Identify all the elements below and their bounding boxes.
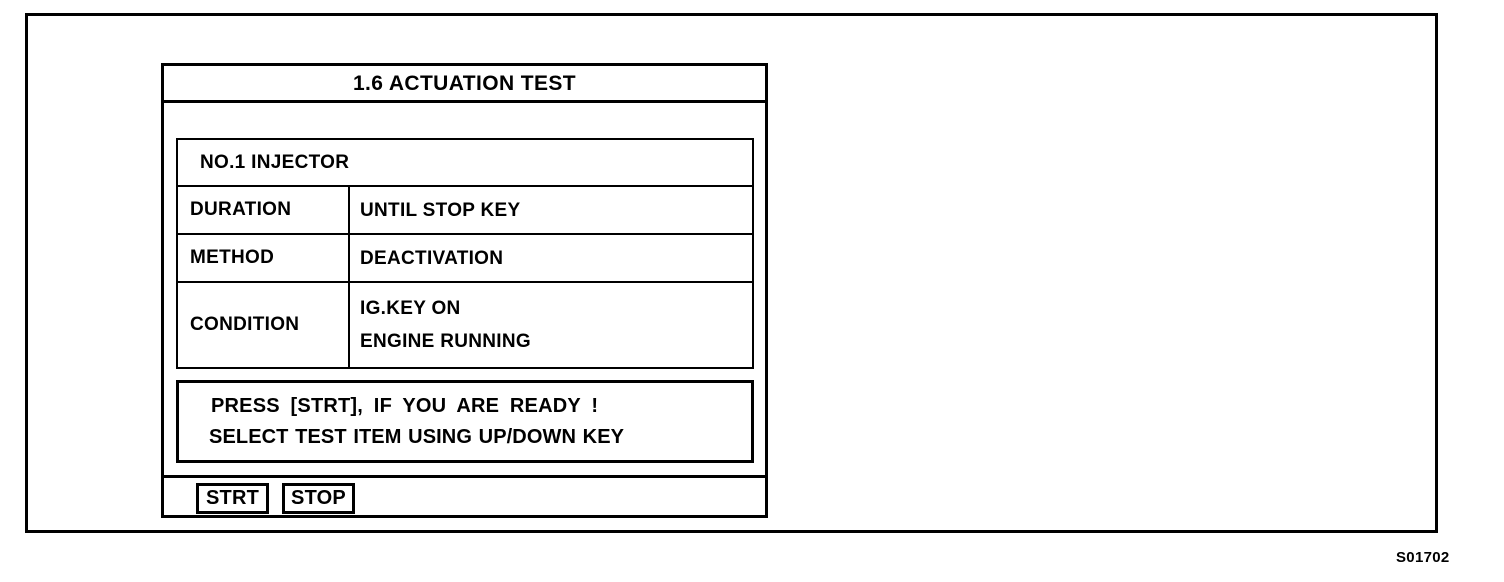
table-row: CONDITION IG.KEY ON ENGINE RUNNING [178, 283, 752, 367]
row-value-duration-line-1: UNTIL STOP KEY [360, 199, 521, 221]
scan-tool-screen-panel: 1.6 ACTUATION TEST NO.1 INJECTOR DURATIO… [161, 63, 768, 518]
row-label-duration: DURATION [178, 187, 350, 233]
figure-reference-code: S01702 [1396, 549, 1450, 566]
row-value-condition: IG.KEY ON ENGINE RUNNING [350, 283, 752, 367]
row-value-condition-line-1: IG.KEY ON [360, 298, 461, 319]
row-value-method-line-1: DEACTIVATION [360, 247, 504, 269]
table-row: DURATION UNTIL STOP KEY [178, 187, 752, 235]
row-value-method: DEACTIVATION [350, 235, 752, 281]
instruction-message-box: PRESS [STRT], IF YOU ARE READY ! SELECT … [176, 380, 754, 463]
page-title: 1.6 ACTUATION TEST [352, 71, 577, 95]
instruction-line-2: SELECT TEST ITEM USING UP/DOWN KEY [209, 426, 625, 448]
row-value-duration: UNTIL STOP KEY [350, 187, 752, 233]
row-label-condition: CONDITION [178, 283, 350, 367]
stop-test-button[interactable]: STOP [282, 482, 355, 514]
selected-test-item-label: NO.1 INJECTOR [200, 151, 350, 173]
row-label-method: METHOD [178, 235, 350, 281]
actuation-test-parameter-table: NO.1 INJECTOR DURATION UNTIL STOP KEY ME… [176, 138, 754, 369]
start-test-button[interactable]: STRT [196, 482, 269, 514]
table-row: METHOD DEACTIVATION [178, 235, 752, 283]
softkey-bar: STRT STOP [164, 475, 765, 518]
figure-outer-frame: 1.6 ACTUATION TEST NO.1 INJECTOR DURATIO… [25, 13, 1438, 533]
table-header-row: NO.1 INJECTOR [178, 140, 752, 187]
instruction-line-1: PRESS [STRT], IF YOU ARE READY ! [211, 395, 599, 417]
screen-title-bar: 1.6 ACTUATION TEST [164, 66, 765, 103]
row-value-condition-line-2: ENGINE RUNNING [360, 331, 531, 352]
